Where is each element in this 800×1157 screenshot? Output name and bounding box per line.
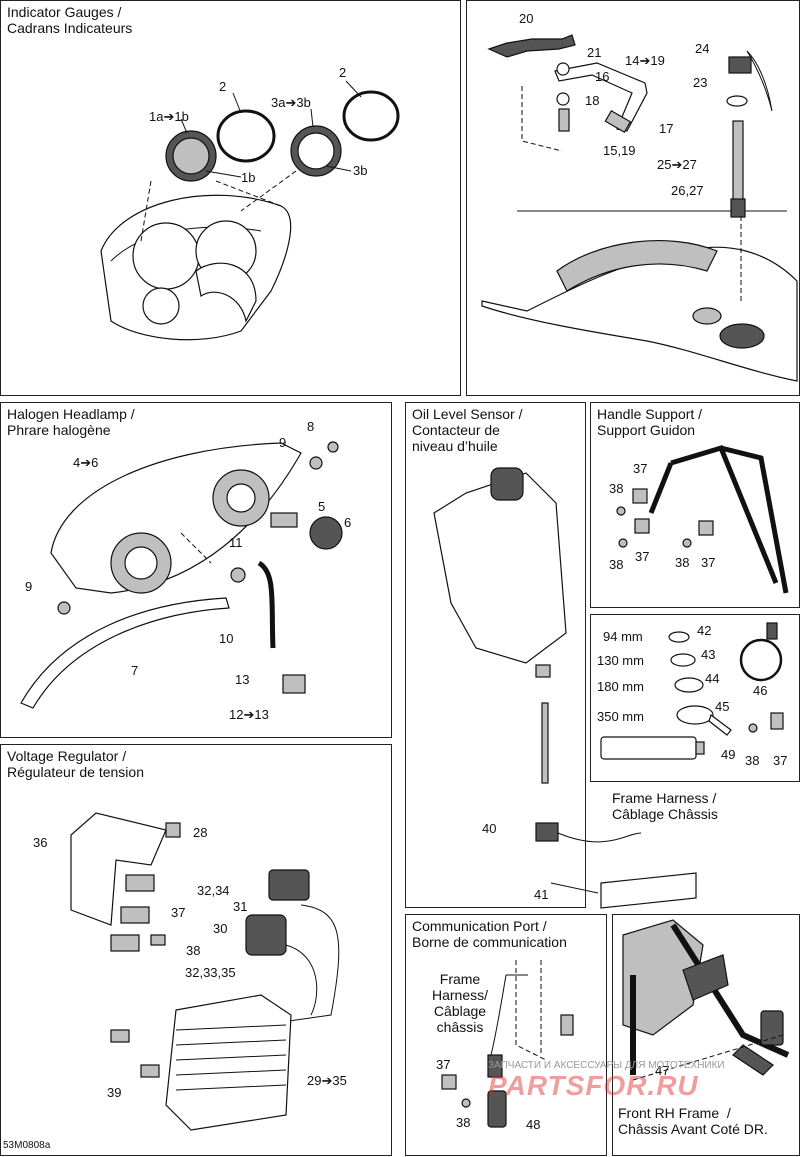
label-180mm: 180 mm <box>597 679 644 694</box>
label-5: 5 <box>318 499 325 514</box>
label-32-33-35: 32,33,35 <box>185 965 236 980</box>
label-37: 37 <box>773 753 787 768</box>
label-2b: 2 <box>339 65 346 80</box>
panel-oil-level-sensor: Oil Level Sensor / Contacteur de niveau … <box>405 402 697 909</box>
label-39: 39 <box>107 1085 121 1100</box>
comm-frame-harness-label: Frame Harness/ Câblage châssis <box>431 971 489 1035</box>
label-30: 30 <box>213 921 227 936</box>
label-46: 46 <box>753 683 767 698</box>
label-37a: 37 <box>633 461 647 476</box>
label-37: 37 <box>171 905 185 920</box>
label-130mm: 130 mm <box>597 653 644 668</box>
front-rh-illustration: 47 <box>622 919 790 1081</box>
label-23: 23 <box>693 75 707 90</box>
label-16: 16 <box>595 69 609 84</box>
label-32-34: 32,34 <box>197 883 230 898</box>
label-26-27: 26,27 <box>671 183 704 198</box>
label-17: 17 <box>659 121 673 136</box>
label-1a-1b: 1a➔1b <box>149 109 189 124</box>
label-1b: 1b <box>241 170 255 185</box>
label-21: 21 <box>587 45 601 60</box>
ties-illustration: 94 mm 42 130 mm 43 180 mm 44 350 mm 45 4… <box>597 622 787 768</box>
label-45: 45 <box>715 699 729 714</box>
label-38: 38 <box>186 943 200 958</box>
oil-illustration: 40 41 <box>433 467 697 909</box>
label-43: 43 <box>701 647 715 662</box>
watermark-text: ЗАПЧАСТИ И АКСЕССУАРЫ ДЛЯ МОТОТЕХНИКИ <box>488 1060 725 1071</box>
figure-code: 53M0808a <box>3 1140 51 1151</box>
label-37c: 37 <box>701 555 715 570</box>
label-24: 24 <box>695 41 709 56</box>
label-3b: 3b <box>353 163 367 178</box>
label-6: 6 <box>344 515 351 530</box>
panel-voltage-regulator: Voltage Regulator / Régulateur de tensio… <box>0 744 392 1156</box>
label-8: 8 <box>307 419 314 434</box>
panel-ties: 94 mm 42 130 mm 43 180 mm 44 350 mm 45 4… <box>590 614 800 782</box>
label-4-6: 4➔6 <box>73 455 98 470</box>
label-48: 48 <box>526 1117 540 1132</box>
label-40: 40 <box>482 821 496 836</box>
label-20: 20 <box>519 11 533 26</box>
label-3a-3b: 3a➔3b <box>271 95 311 110</box>
label-38a: 38 <box>609 481 623 496</box>
panel-handle-support: Handle Support / Support Guidon 37 38 38… <box>590 402 800 608</box>
label-13: 13 <box>235 672 249 687</box>
label-38c: 38 <box>675 555 689 570</box>
label-11: 11 <box>229 535 243 550</box>
panel-title: Indicator Gauges / Cadrans Indicateurs <box>7 4 133 36</box>
panel-title: Oil Level Sensor / Contacteur de niveau … <box>412 406 523 454</box>
panel-title: Handle Support / Support Guidon <box>597 406 703 438</box>
label-44: 44 <box>705 671 719 686</box>
panel-title: Communication Port / Borne de communicat… <box>412 918 567 950</box>
panel-title: Halogen Headlamp / Phrare halogène <box>7 406 135 438</box>
label-41: 41 <box>534 887 548 902</box>
label-94mm: 94 mm <box>603 629 643 644</box>
top-right-illustration: 20 21 16 18 14➔19 17 15,19 24 23 25➔27 2… <box>481 11 798 382</box>
label-14-19: 14➔19 <box>625 53 665 68</box>
label-36: 36 <box>33 835 47 850</box>
front-rh-title: Front RH Frame / Châssis Avant Coté DR. <box>618 1105 768 1137</box>
label-37: 37 <box>436 1057 450 1072</box>
label-31: 31 <box>233 899 247 914</box>
panel-title: Voltage Regulator / Régulateur de tensio… <box>7 748 144 780</box>
label-47: 47 <box>655 1063 669 1078</box>
label-9a: 9 <box>279 435 286 450</box>
headlamp-illustration: 8 9 4➔6 5 6 11 9 10 7 13 12➔13 <box>20 419 351 722</box>
label-18: 18 <box>585 93 599 108</box>
label-29-35: 29➔35 <box>307 1073 347 1088</box>
panel-communication-port: Communication Port / Borne de communicat… <box>405 914 607 1156</box>
handle-illustration: 37 38 38 37 38 37 <box>609 444 789 594</box>
label-38b: 38 <box>609 557 623 572</box>
label-38: 38 <box>745 753 759 768</box>
label-350mm: 350 mm <box>597 709 644 724</box>
label-49: 49 <box>721 747 735 762</box>
label-2a: 2 <box>219 79 226 94</box>
label-7: 7 <box>131 663 138 678</box>
watermark-logo: PARTSFOR.RU <box>488 1070 699 1101</box>
panel-halogen-headlamp: Halogen Headlamp / Phrare halogène 8 9 4… <box>0 402 392 738</box>
label-28: 28 <box>193 825 207 840</box>
label-25-27: 25➔27 <box>657 157 697 172</box>
comm-illustration: 37 38 48 <box>436 960 574 1132</box>
gauges-illustration: 1a➔1b 2 3a➔3b 2 1b 3b <box>100 65 400 341</box>
label-10: 10 <box>219 631 233 646</box>
label-37b: 37 <box>635 549 649 564</box>
label-42: 42 <box>697 623 711 638</box>
frame-harness-label: Frame Harness / Câblage Châssis <box>612 790 718 822</box>
panel-indicator-gauges: Indicator Gauges / Cadrans Indicateurs 1… <box>0 0 461 396</box>
label-15-19: 15,19 <box>603 143 636 158</box>
label-38: 38 <box>456 1115 470 1130</box>
panel-top-right: 20 21 16 18 14➔19 17 15,19 24 23 25➔27 2… <box>466 0 800 396</box>
panel-front-rh-frame: 47 Front RH Frame / Châssis Avant Coté D… <box>612 914 800 1156</box>
regulator-illustration: 36 28 32,34 31 37 30 38 32,33,35 39 29➔3… <box>33 812 347 1131</box>
label-12-13: 12➔13 <box>229 707 269 722</box>
label-9b: 9 <box>25 579 32 594</box>
